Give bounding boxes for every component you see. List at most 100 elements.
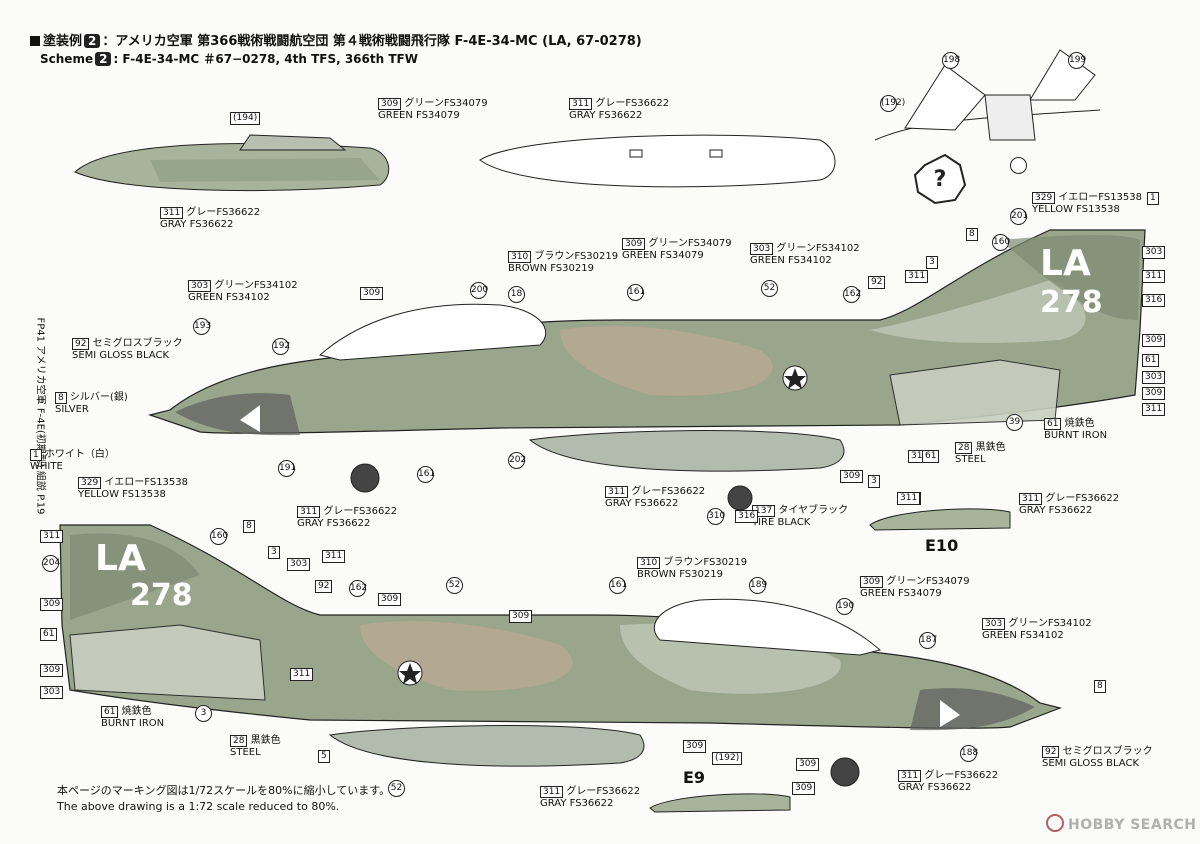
part-number-circle: 3	[195, 705, 212, 722]
square-bullet-icon	[30, 36, 40, 46]
part-number-circle: 189	[749, 577, 767, 594]
serial-lower: 278	[130, 578, 193, 613]
svg-text:?: ?	[934, 167, 947, 192]
part-number: 303	[1142, 371, 1166, 384]
tail-code-lower: LA	[95, 538, 146, 579]
part-number-circle: 160	[210, 528, 228, 545]
part-number: 309	[840, 470, 864, 483]
part-number: 309	[40, 598, 64, 611]
part-label-e10: E10	[925, 536, 959, 555]
hobby-search-logo: HOBBY SEARCH	[1046, 814, 1196, 833]
part-number: 61	[922, 450, 940, 463]
callout-8-upper: 8 シルバー(銀)SILVER	[55, 392, 128, 415]
part-number: 303	[1142, 246, 1166, 259]
part-number: 311	[905, 270, 929, 283]
part-number: 303	[40, 686, 64, 699]
part-number: 1	[1147, 192, 1159, 205]
part-number: 309	[683, 740, 707, 753]
drop-tank-left	[74, 134, 390, 192]
part-number-circle: 192	[272, 338, 290, 355]
part-number: 311	[322, 550, 346, 563]
part-number: 8	[1094, 680, 1106, 693]
logo-ring-icon	[1046, 814, 1064, 832]
part-number-circle	[1010, 157, 1027, 174]
part-number-circle: 161	[627, 284, 645, 301]
part-number-circle: 39	[1006, 414, 1023, 431]
part-number: 311	[40, 530, 64, 543]
part-number-circle: 201	[1010, 208, 1028, 225]
canopy-detail	[874, 49, 1101, 141]
part-number-circle: 162	[349, 580, 367, 597]
part-e9	[649, 793, 791, 813]
drop-tank-center	[479, 134, 836, 188]
part-number: 303	[287, 558, 311, 571]
part-number-circle: 193	[193, 318, 211, 335]
part-number: 316	[735, 510, 759, 523]
part-number-circle: 18	[508, 286, 525, 303]
part-number: 8	[243, 520, 255, 533]
part-number-circle: 52	[761, 280, 778, 297]
part-number: 311	[1142, 403, 1166, 416]
tail-code-upper: LA	[1040, 243, 1091, 284]
scale-note-en: The above drawing is a 1:72 scale reduce…	[57, 800, 340, 813]
part-number-circle: 162	[843, 286, 861, 303]
part-number: 8	[966, 228, 978, 241]
part-number: 311	[290, 668, 314, 681]
part-number: 5	[318, 750, 330, 763]
part-number-circle: 310	[707, 508, 725, 525]
part-number-circle: 198	[942, 52, 960, 69]
scale-note-ja: 本ページのマーキング図は1/72スケールを80%に縮小しています。	[57, 784, 391, 797]
part-number: 309	[360, 287, 384, 300]
part-number: 309	[1142, 387, 1166, 400]
aircraft-side-view-lower: LA 278	[59, 524, 1063, 787]
part-number-circle: 161	[417, 466, 435, 483]
part-number-circle: 52	[388, 780, 405, 797]
part-e10	[869, 508, 1011, 531]
part-number-circle: (192)	[880, 95, 905, 112]
part-number: 316	[1142, 294, 1166, 307]
part-number-circle: 204	[42, 555, 60, 572]
reverse-side-icon: ?	[913, 153, 967, 205]
part-number: 309	[40, 664, 64, 677]
part-number: 309	[509, 610, 533, 623]
part-number-circle: 191	[278, 460, 296, 477]
part-number: 309	[796, 758, 820, 771]
part-number: 311	[897, 492, 921, 505]
part-number: 92	[315, 580, 333, 593]
serial-upper: 278	[1040, 285, 1103, 320]
part-number: 309	[378, 593, 402, 606]
part-number: 3	[926, 256, 938, 269]
part-number-circle: 52	[446, 577, 463, 594]
part-number-circle: 200	[470, 282, 488, 299]
callout-1-white: 1 ホワイト（白）WHITE	[30, 449, 115, 472]
part-number-circle: 188	[960, 745, 978, 762]
part-number: 61	[40, 628, 58, 641]
part-number: 3	[268, 546, 280, 559]
part-number: (194)	[230, 112, 261, 125]
part-number-circle: 199	[1068, 52, 1086, 69]
part-number: 309	[1142, 334, 1166, 347]
part-number: 92	[868, 276, 886, 289]
